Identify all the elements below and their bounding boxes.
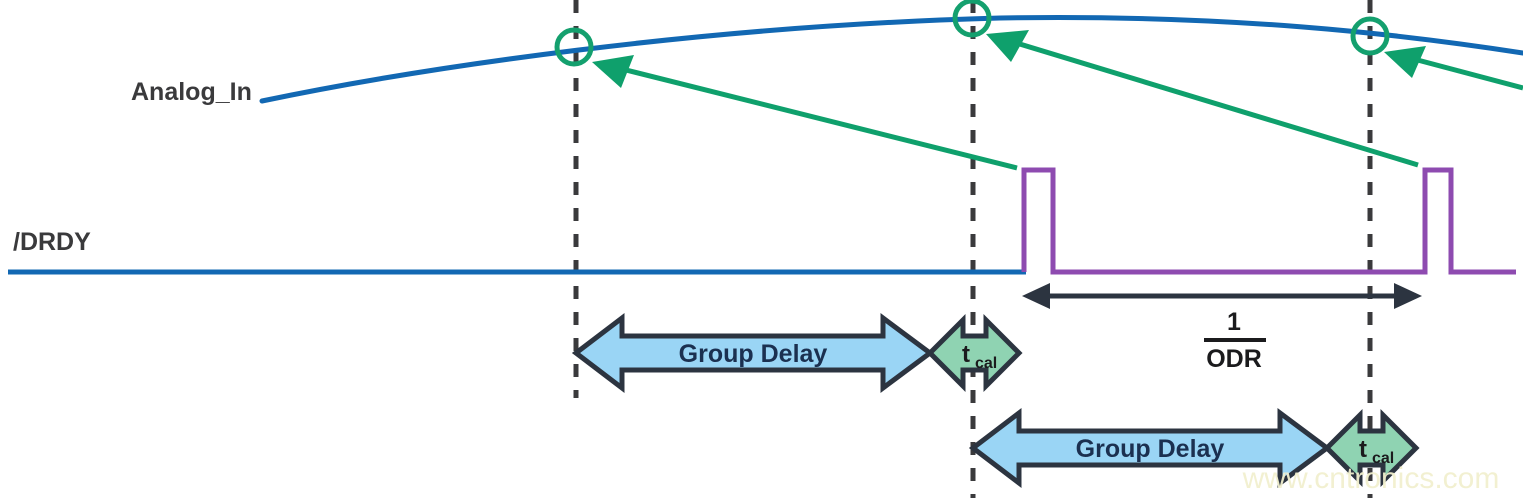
sample-pointer-head-2 — [986, 30, 1029, 62]
drdy-label: /DRDY — [13, 228, 91, 256]
sample-pointer-arrows — [592, 30, 1523, 171]
sample-marker-1 — [554, 27, 594, 67]
sample-pointer-head-3 — [1384, 46, 1426, 78]
sample-pointer-head-1 — [592, 55, 634, 88]
tcal-label-2: t — [1359, 436, 1367, 463]
sample-pointer-line-3 — [1409, 55, 1523, 91]
tcal-sub-2: cal — [1372, 450, 1394, 467]
sample-marker-2 — [952, 0, 992, 38]
group-delay-label-2: Group Delay — [1076, 435, 1225, 463]
odr-arrow-head-left — [1022, 283, 1050, 309]
sample-pointer-line-1 — [617, 65, 1018, 171]
tcal-arrow-2 — [1323, 408, 1420, 488]
tcal-block-1: t cal — [926, 313, 1023, 393]
sample-markers — [554, 0, 1390, 67]
group-delay-block-1: Group Delay — [571, 312, 935, 394]
tcal-label-1: t — [962, 341, 970, 368]
analog-in-curve — [259, 14, 1523, 104]
tcal-sub-1: cal — [975, 355, 997, 372]
odr-numerator: 1 — [1227, 308, 1241, 336]
drdy-pulse-waveform — [1021, 167, 1516, 275]
odr-period-annotation: 1 ODR — [1022, 283, 1422, 373]
tcal-arrow-1 — [926, 313, 1023, 393]
sample-marker-3 — [1350, 16, 1390, 56]
odr-arrow-head-right — [1394, 283, 1422, 309]
tcal-block-2: t cal — [1323, 408, 1420, 488]
analog-in-label: Analog_In — [131, 78, 252, 106]
reference-lines — [573, 0, 1373, 498]
group-delay-label-1: Group Delay — [679, 340, 828, 368]
watermark: www.cntronics.com — [1242, 462, 1500, 495]
sample-pointer-line-2 — [1012, 39, 1419, 168]
odr-denominator: ODR — [1206, 345, 1262, 373]
